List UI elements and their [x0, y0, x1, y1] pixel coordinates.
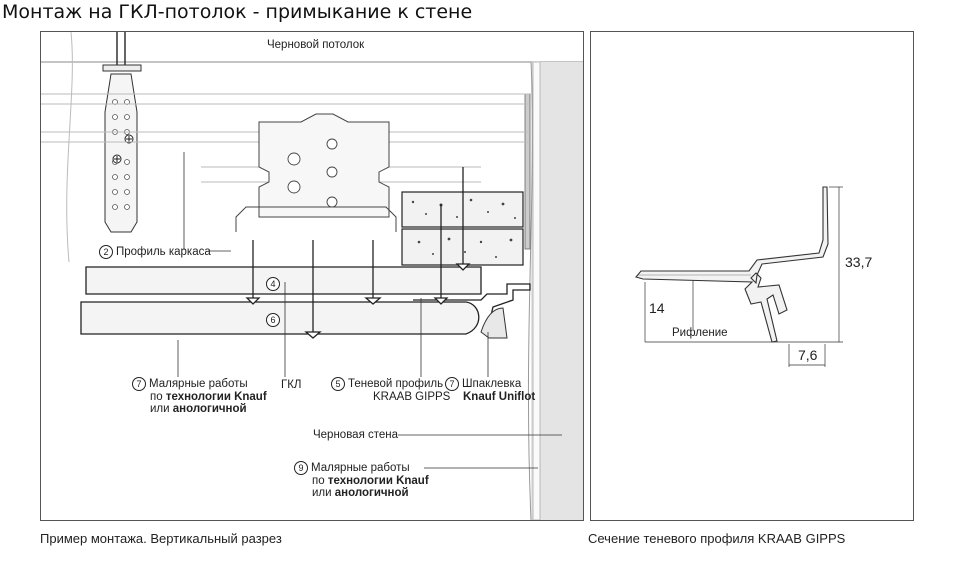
wood-block-texture — [411, 198, 516, 258]
frame-profile-connector — [258, 113, 390, 218]
paint-line-2-bold: технологии Knauf — [165, 391, 267, 403]
putty-line-2-bold: Knauf Uniflot — [463, 391, 536, 403]
right-panel-caption: Сечение теневого профиля KRAAB GIPPS — [588, 531, 846, 546]
callout-number: 6 — [266, 313, 280, 327]
dimension-lines — [644, 186, 843, 367]
wall-paint-line-1: Малярные работы — [311, 462, 410, 475]
leader-lines — [177, 152, 562, 469]
frame-profile-channel — [235, 206, 397, 232]
hanger-plate — [102, 64, 142, 72]
wall-strip — [524, 93, 531, 250]
connector-holes — [287, 138, 338, 208]
shadow-line-1: Теневой профиль — [348, 378, 444, 391]
rough-wall-label: Черновая стена — [313, 429, 399, 441]
paint-line-3-prefix: или — [150, 403, 170, 415]
callout-number: 4 — [266, 277, 280, 291]
callout-number: 7 — [445, 377, 459, 391]
dim-bottom: 7,6 — [798, 347, 818, 363]
wall-plaster — [532, 61, 541, 520]
profile-section-drawing — [635, 186, 843, 367]
putty — [480, 307, 508, 339]
callout-number: 7 — [132, 377, 146, 391]
paint-line-3-bold: анологичной — [172, 403, 247, 415]
gkl-label: ГКЛ — [281, 379, 302, 391]
left-panel-caption: Пример монтажа. Вертикальный разрез — [40, 531, 282, 546]
hanger-holes — [112, 99, 130, 210]
callout-number: 9 — [294, 461, 308, 475]
screws — [245, 167, 471, 339]
rough-ceiling-label: Черновой потолок — [267, 39, 365, 51]
background-rails — [41, 93, 531, 183]
profile-shape — [635, 186, 829, 343]
wall-contour — [527, 61, 534, 520]
frame-profile-text: Профиль каркаса — [116, 246, 211, 259]
dim-height: 33,7 — [845, 254, 873, 270]
wall-paint-line-3-prefix: или — [312, 487, 332, 499]
gkl-layer-callout-2: 6 — [266, 313, 283, 327]
shadow-line-2: KRAAB GIPPS — [373, 391, 451, 403]
vertical-section-drawing — [41, 32, 583, 520]
gkl-layer-callout-1: 4 — [266, 277, 283, 291]
putty-line-1: Шпаклевка — [462, 378, 522, 391]
shadow-profile — [413, 283, 531, 333]
wall-paint-line-2-bold: технологии Knauf — [327, 475, 429, 487]
page-title: Монтаж на ГКЛ-потолок - примыкание к сте… — [2, 1, 473, 23]
ceiling-contour — [66, 32, 73, 263]
paint-line-2-prefix: по — [150, 391, 163, 403]
wall-paint-line-3-bold: анологичной — [334, 487, 409, 499]
dim-left: 14 — [649, 300, 665, 316]
wall-paint-line-2-prefix: по — [312, 475, 325, 487]
paint-line-1: Малярные работы — [149, 378, 248, 391]
ribbing-label: Рифление — [672, 327, 728, 339]
hanger-body — [104, 73, 138, 233]
profile-section-panel: 33,7 14 Рифление 7,6 — [590, 31, 914, 521]
gkl-board-upper — [85, 266, 482, 295]
callout-number: 2 — [99, 245, 113, 259]
callout-number: 5 — [331, 377, 345, 391]
